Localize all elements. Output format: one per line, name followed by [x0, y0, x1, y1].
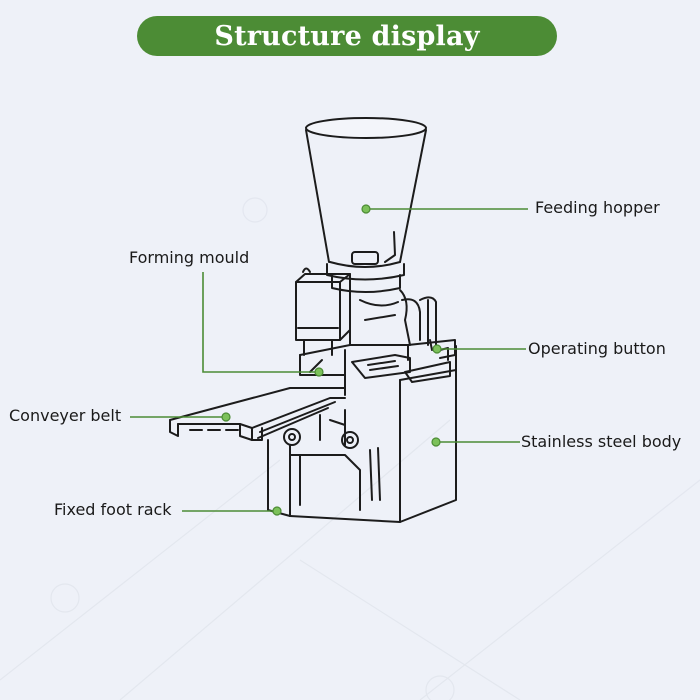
motor-housing-drawing — [295, 267, 351, 356]
dot-operating-button — [432, 344, 442, 354]
label-feeding-hopper: Feeding hopper — [535, 198, 660, 217]
dot-forming-mould — [314, 367, 324, 377]
label-stainless-steel-body: Stainless steel body — [521, 432, 682, 451]
callout-line-forming-mould — [202, 272, 319, 373]
callout-dots — [221, 204, 442, 516]
title-banner: Structure display — [137, 16, 557, 56]
label-forming-mould: Forming mould — [129, 248, 250, 267]
title-text: Structure display — [214, 20, 480, 52]
dot-stainless-steel-body — [431, 437, 441, 447]
watermark — [0, 197, 700, 700]
machine-drawing — [169, 117, 457, 523]
dot-fixed-foot-rack — [272, 506, 282, 516]
label-conveyer-belt: Conveyer belt — [9, 406, 122, 425]
stainless-steel-body-drawing — [267, 339, 457, 523]
dot-feeding-hopper — [361, 204, 371, 214]
gearbox-drawing — [349, 289, 437, 346]
feeding-hopper-drawing — [305, 117, 427, 293]
conveyer-belt-drawing — [169, 387, 346, 441]
callouts — [130, 208, 528, 512]
label-fixed-foot-rack: Fixed foot rack — [54, 500, 172, 519]
label-operating-button: Operating button — [528, 339, 666, 358]
dot-conveyer-belt — [221, 412, 231, 422]
